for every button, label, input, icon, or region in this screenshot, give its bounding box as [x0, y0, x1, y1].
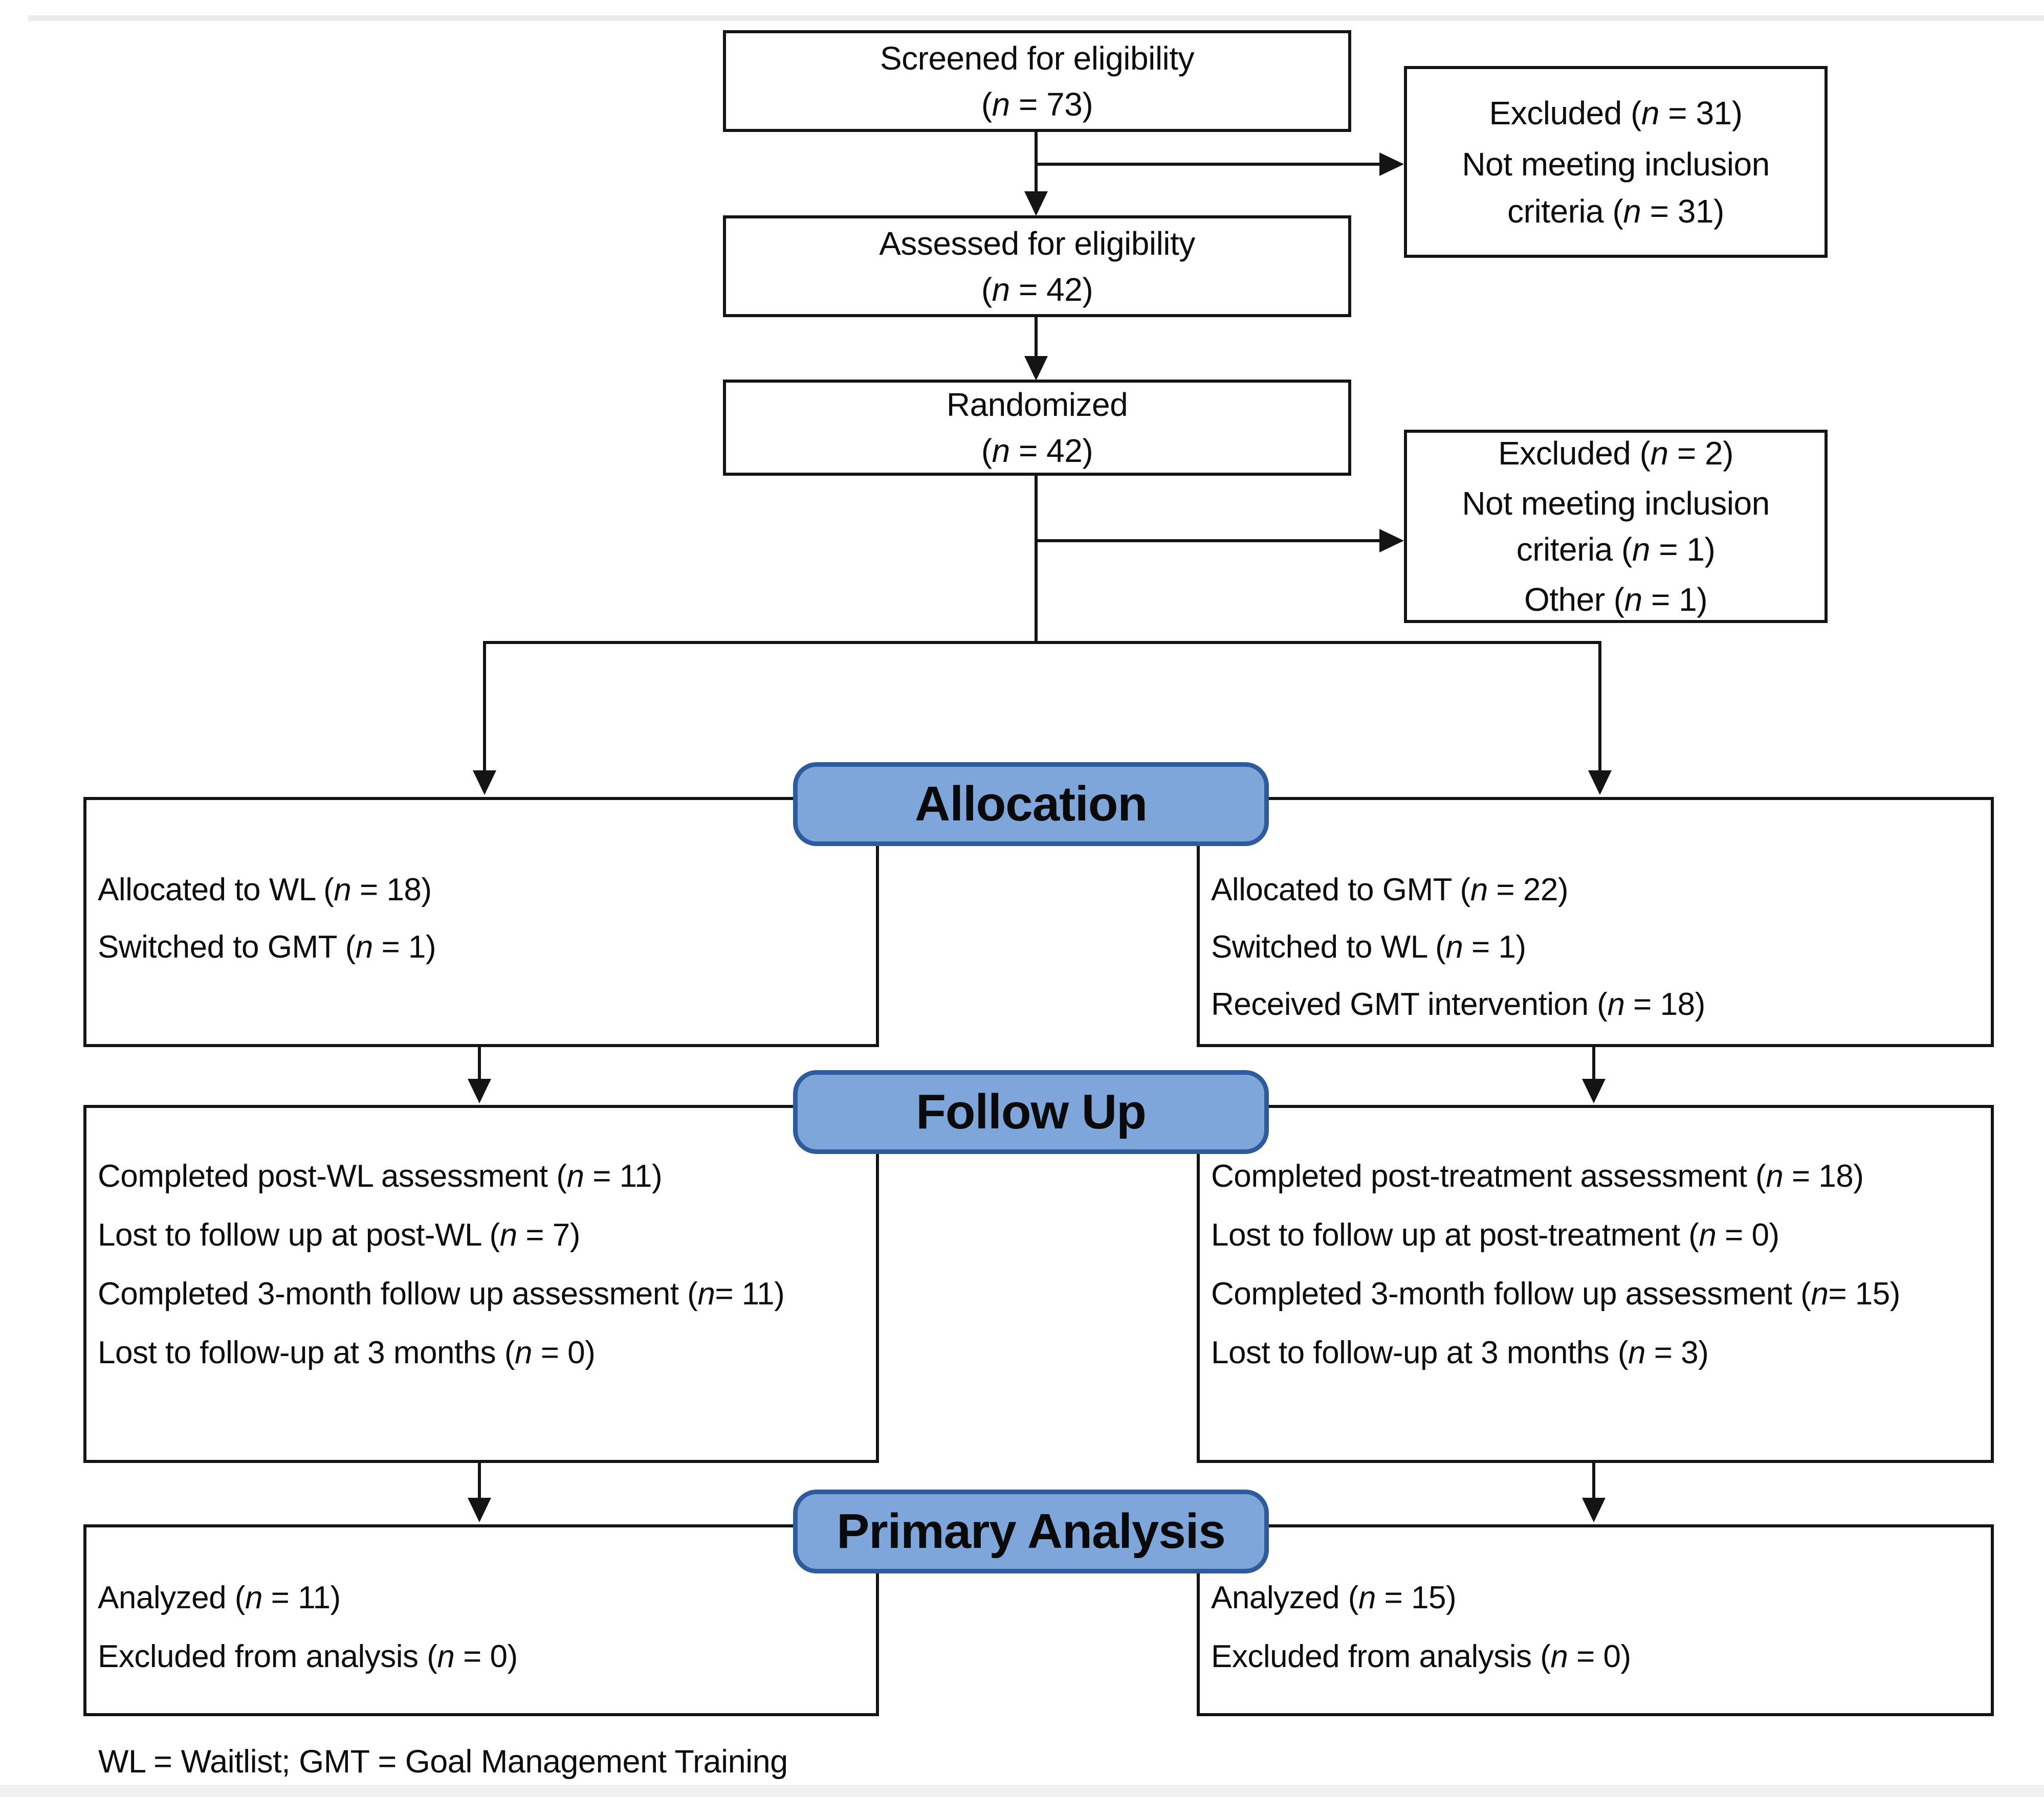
wl-follow-up-line: Lost to follow up at post-WL (n = 7)	[98, 1217, 580, 1253]
page-top-edge	[28, 15, 2044, 21]
connector-assessed-randomized	[1035, 317, 1038, 359]
arrowhead-gmt-followup-icon	[1582, 1079, 1606, 1103]
page-bottom-edge	[0, 1785, 2044, 1797]
abbreviations-footnote: WL = Waitlist; GMT = Goal Management Tra…	[98, 1744, 788, 1780]
wl-follow-up-line: Completed 3-month follow up assessment (…	[98, 1276, 785, 1312]
connector-gmt-allocation-followup	[1592, 1047, 1595, 1081]
gmt-follow-up-line: Lost to follow-up at 3 months (n = 3)	[1211, 1335, 1709, 1370]
randomized-box: Randomized (n = 42)	[723, 380, 1351, 476]
screened-line2: (n = 73)	[981, 85, 1093, 123]
gmt-follow-up-line: Lost to follow up at post-treatment (n =…	[1211, 1217, 1779, 1253]
wl-allocation-line: Switched to GMT (n = 1)	[98, 929, 436, 965]
gmt-follow-up-line: Completed 3-month follow up assessment (…	[1211, 1276, 1900, 1312]
allocation-stage-header: Allocation	[793, 762, 1269, 846]
arrowhead-to-excluded-1-icon	[1379, 152, 1404, 176]
follow-up-stage-header: Follow Up	[793, 1070, 1269, 1154]
primary-analysis-stage-label: Primary Analysis	[837, 1504, 1226, 1559]
wl-analysis-line: Excluded from analysis (n = 0)	[98, 1639, 518, 1674]
arrowhead-to-assessed-icon	[1024, 191, 1048, 216]
connector-split-horizontal	[483, 641, 1601, 644]
excluded-2-line1: Excluded (n = 2)	[1498, 435, 1733, 472]
wl-follow-up-line: Completed post-WL assessment (n = 11)	[98, 1159, 663, 1194]
excluded-1-line1: Excluded (n = 31)	[1489, 94, 1743, 131]
assessed-line2: (n = 42)	[981, 271, 1093, 308]
wl-analysis-line: Analyzed (n = 11)	[98, 1580, 341, 1615]
screened-line1: Screened for eligibility	[880, 39, 1195, 77]
primary-analysis-stage-header: Primary Analysis	[793, 1490, 1269, 1573]
screened-box: Screened for eligibility (n = 73)	[723, 30, 1351, 132]
connector-split-right	[1598, 641, 1601, 772]
excluded-2-box: Excluded (n = 2) Not meeting inclusion c…	[1404, 430, 1828, 623]
connector-to-excluded-2	[1035, 539, 1381, 542]
connector-wl-followup-analysis	[478, 1463, 481, 1500]
wl-allocation-line: Allocated to WL (n = 18)	[98, 872, 432, 907]
allocation-stage-label: Allocation	[914, 777, 1148, 831]
gmt-analysis-line: Excluded from analysis (n = 0)	[1211, 1639, 1631, 1674]
excluded-1-line2: Not meeting inclusion criteria (n = 31)	[1462, 145, 1770, 230]
randomized-line1: Randomized	[946, 386, 1128, 423]
gmt-follow-up-line: Completed post-treatment assessment (n =…	[1211, 1159, 1864, 1194]
connector-wl-allocation-followup	[478, 1047, 481, 1081]
arrowhead-to-randomized-icon	[1024, 356, 1048, 381]
arrowhead-gmt-analysis-icon	[1582, 1498, 1606, 1522]
wl-analysis-box: Analyzed (n = 11) Excluded from analysis…	[83, 1524, 879, 1716]
connector-randomized-split	[1035, 476, 1038, 644]
wl-follow-up-box: Completed post-WL assessment (n = 11) Lo…	[83, 1105, 879, 1463]
excluded-2-line2: Not meeting inclusion criteria (n = 1)	[1462, 485, 1770, 568]
gmt-follow-up-box: Completed post-treatment assessment (n =…	[1197, 1105, 1994, 1463]
connector-to-excluded-1	[1035, 163, 1381, 166]
gmt-allocation-line: Allocated to GMT (n = 22)	[1211, 872, 1568, 907]
arrowhead-to-wl-allocation-icon	[473, 770, 496, 795]
arrowhead-to-gmt-allocation-icon	[1588, 770, 1612, 795]
randomized-line2: (n = 42)	[981, 432, 1093, 469]
assessed-line1: Assessed for eligibility	[879, 225, 1195, 262]
excluded-2-line3: Other (n = 1)	[1524, 581, 1708, 618]
gmt-analysis-line: Analyzed (n = 15)	[1211, 1580, 1457, 1615]
connector-gmt-followup-analysis	[1592, 1463, 1595, 1500]
wl-follow-up-line: Lost to follow-up at 3 months (n = 0)	[98, 1335, 596, 1370]
gmt-allocation-box: Allocated to GMT (n = 22) Switched to WL…	[1197, 797, 1994, 1047]
gmt-allocation-line: Received GMT intervention (n = 18)	[1211, 987, 1705, 1022]
arrowhead-wl-followup-icon	[468, 1079, 491, 1103]
gmt-allocation-line: Switched to WL (n = 1)	[1211, 929, 1526, 965]
assessed-box: Assessed for eligibility (n = 42)	[723, 215, 1351, 317]
wl-allocation-box: Allocated to WL (n = 18) Switched to GMT…	[83, 797, 879, 1047]
connector-split-left	[483, 641, 486, 772]
arrowhead-to-excluded-2-icon	[1379, 529, 1404, 552]
follow-up-stage-label: Follow Up	[916, 1084, 1147, 1139]
arrowhead-wl-analysis-icon	[468, 1498, 491, 1522]
excluded-1-box: Excluded (n = 31) Not meeting inclusion …	[1404, 66, 1828, 258]
gmt-analysis-box: Analyzed (n = 15) Excluded from analysis…	[1197, 1524, 1994, 1716]
